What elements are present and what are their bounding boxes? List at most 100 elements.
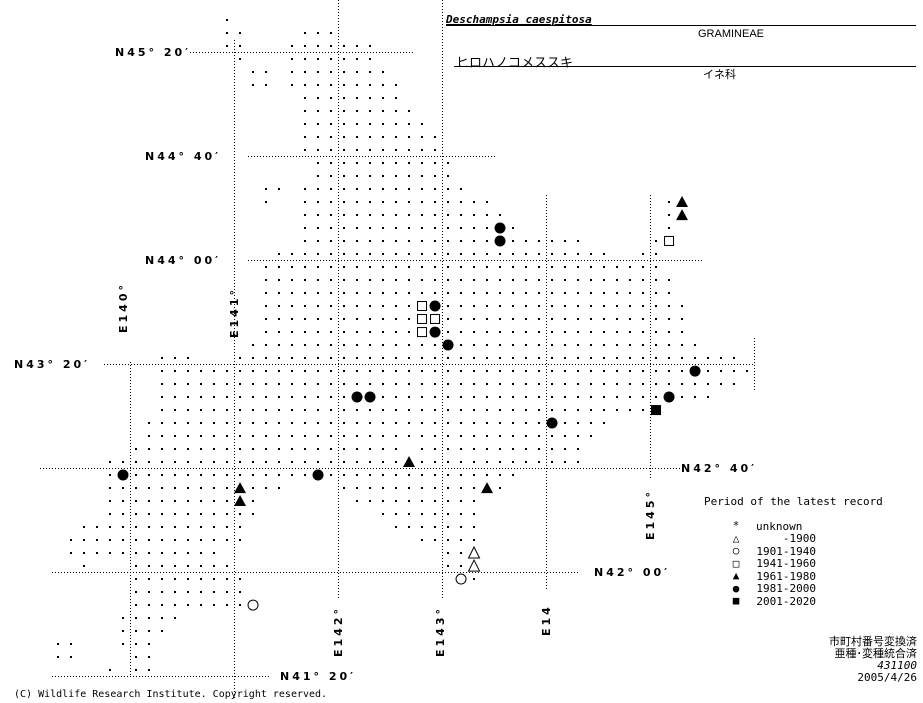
mesh-dot <box>174 448 176 450</box>
mesh-dot <box>460 383 462 385</box>
mesh-dot <box>239 591 241 593</box>
mesh-dot <box>577 435 579 437</box>
mesh-dot <box>317 110 319 112</box>
mesh-dot <box>148 669 150 671</box>
mesh-dot <box>434 253 436 255</box>
mesh-dot <box>434 227 436 229</box>
processing-notes: 市町村番号変換済 亜種･変種統合済 431100 2005/4/26 <box>829 636 917 684</box>
mesh-dot <box>538 331 540 333</box>
mesh-dot <box>239 539 241 541</box>
mesh-dot <box>473 448 475 450</box>
mesh-dot <box>148 422 150 424</box>
mesh-dot <box>551 357 553 359</box>
mesh-dot <box>369 383 371 385</box>
mesh-dot <box>421 162 423 164</box>
mesh-dot <box>330 136 332 138</box>
mesh-dot <box>291 448 293 450</box>
mesh-dot <box>382 110 384 112</box>
mesh-dot <box>317 45 319 47</box>
mesh-dot <box>551 409 553 411</box>
mesh-dot <box>343 487 345 489</box>
mesh-dot <box>538 357 540 359</box>
mesh-dot <box>447 201 449 203</box>
mesh-dot <box>70 656 72 658</box>
lat-label: N43° 20′ <box>14 358 90 371</box>
mesh-dot <box>148 552 150 554</box>
mesh-dot <box>447 357 449 359</box>
mesh-dot <box>304 370 306 372</box>
mesh-dot <box>577 279 579 281</box>
mesh-dot <box>200 474 202 476</box>
mesh-dot <box>356 331 358 333</box>
mesh-dot <box>278 279 280 281</box>
mesh-dot <box>499 435 501 437</box>
mesh-dot <box>642 409 644 411</box>
mesh-dot <box>356 240 358 242</box>
mesh-dot <box>278 331 280 333</box>
mesh-dot <box>525 422 527 424</box>
mesh-dot <box>512 474 514 476</box>
mesh-dot <box>265 266 267 268</box>
mesh-dot <box>213 383 215 385</box>
mesh-dot <box>330 32 332 34</box>
mesh-dot <box>486 305 488 307</box>
mesh-dot <box>135 461 137 463</box>
mesh-dot <box>590 331 592 333</box>
mesh-dot <box>356 422 358 424</box>
mesh-dot <box>252 448 254 450</box>
mesh-dot <box>408 487 410 489</box>
mesh-dot <box>369 149 371 151</box>
mesh-dot <box>460 396 462 398</box>
mesh-dot <box>460 474 462 476</box>
mesh-dot <box>200 383 202 385</box>
mesh-dot <box>356 201 358 203</box>
mesh-dot <box>369 422 371 424</box>
mesh-dot <box>122 513 124 515</box>
mesh-dot <box>447 175 449 177</box>
mesh-dot <box>382 227 384 229</box>
mesh-dot <box>304 422 306 424</box>
mesh-dot <box>447 279 449 281</box>
mesh-dot <box>395 201 397 203</box>
mesh-dot <box>369 370 371 372</box>
mesh-dot <box>239 383 241 385</box>
mesh-dot <box>174 422 176 424</box>
mesh-dot <box>122 630 124 632</box>
mesh-dot <box>460 201 462 203</box>
mesh-dot <box>577 383 579 385</box>
mesh-dot <box>317 409 319 411</box>
mesh-dot <box>239 45 241 47</box>
mesh-dot <box>148 539 150 541</box>
mesh-dot <box>668 370 670 372</box>
legend-item: △-1900 <box>730 532 883 545</box>
mesh-dot <box>655 266 657 268</box>
mesh-dot <box>499 422 501 424</box>
mesh-dot <box>330 409 332 411</box>
mesh-dot <box>148 656 150 658</box>
mesh-dot <box>460 331 462 333</box>
mesh-dot <box>213 370 215 372</box>
mesh-dot <box>408 292 410 294</box>
mesh-dot <box>239 370 241 372</box>
mesh-dot <box>330 45 332 47</box>
mesh-dot <box>473 201 475 203</box>
mesh-dot <box>512 409 514 411</box>
mesh-dot <box>382 162 384 164</box>
mesh-dot <box>252 396 254 398</box>
mesh-dot <box>200 565 202 567</box>
mesh-dot <box>317 331 319 333</box>
mesh-dot <box>174 474 176 476</box>
mesh-dot <box>499 357 501 359</box>
mesh-dot <box>200 552 202 554</box>
mesh-dot <box>135 617 137 619</box>
mesh-dot <box>525 253 527 255</box>
mesh-dot <box>330 370 332 372</box>
mesh-dot <box>655 240 657 242</box>
mesh-dot <box>460 227 462 229</box>
mesh-dot <box>395 331 397 333</box>
mesh-dot <box>421 513 423 515</box>
lon-label: E14 <box>540 604 553 636</box>
mesh-dot <box>408 331 410 333</box>
mesh-dot <box>187 604 189 606</box>
mesh-dot <box>343 240 345 242</box>
